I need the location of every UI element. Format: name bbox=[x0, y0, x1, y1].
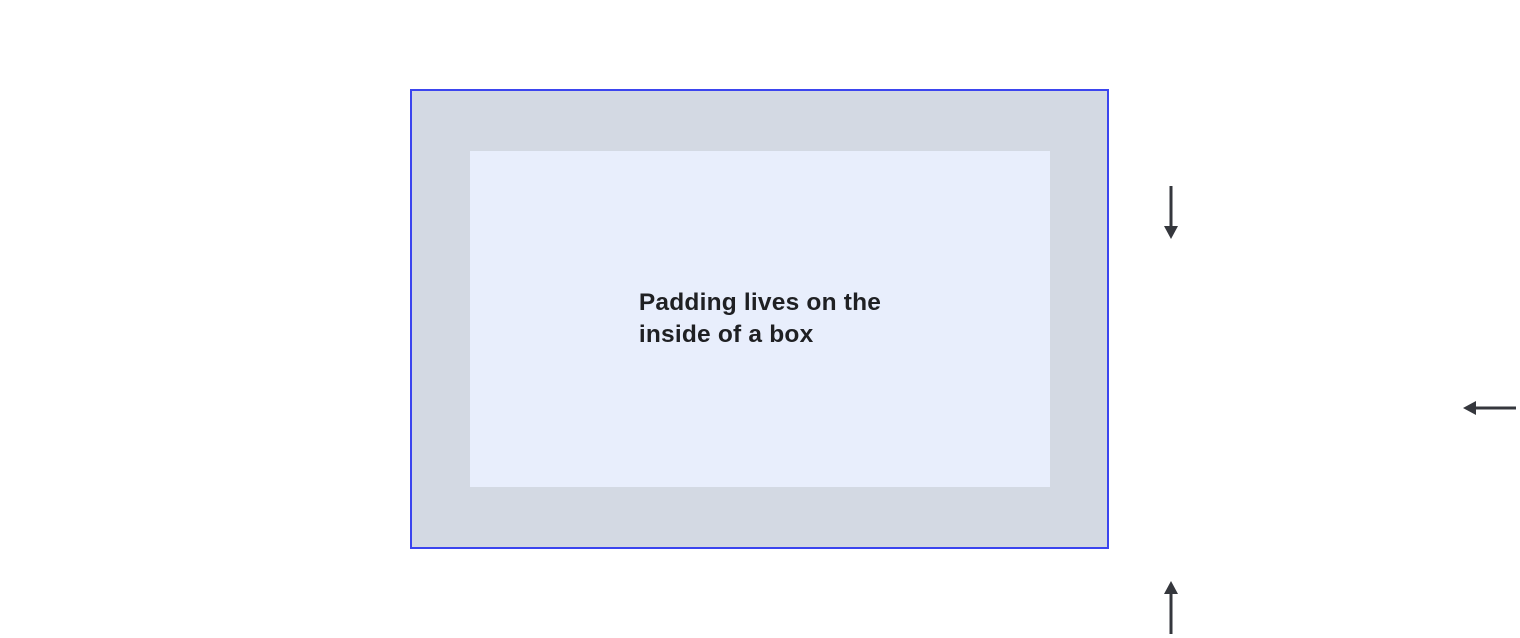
diagram-caption-line-1: Padding lives on the bbox=[638, 289, 882, 316]
arrow-left-icon bbox=[1462, 399, 1516, 417]
inner-content-box: Padding lives on the inside of a box bbox=[470, 151, 1050, 487]
diagram-caption-line-2: inside of a box bbox=[638, 321, 814, 348]
arrow-down-icon bbox=[1162, 186, 1180, 240]
diagram-caption: Padding lives on the inside of a box bbox=[639, 287, 881, 351]
arrow-up-icon bbox=[1162, 580, 1180, 634]
